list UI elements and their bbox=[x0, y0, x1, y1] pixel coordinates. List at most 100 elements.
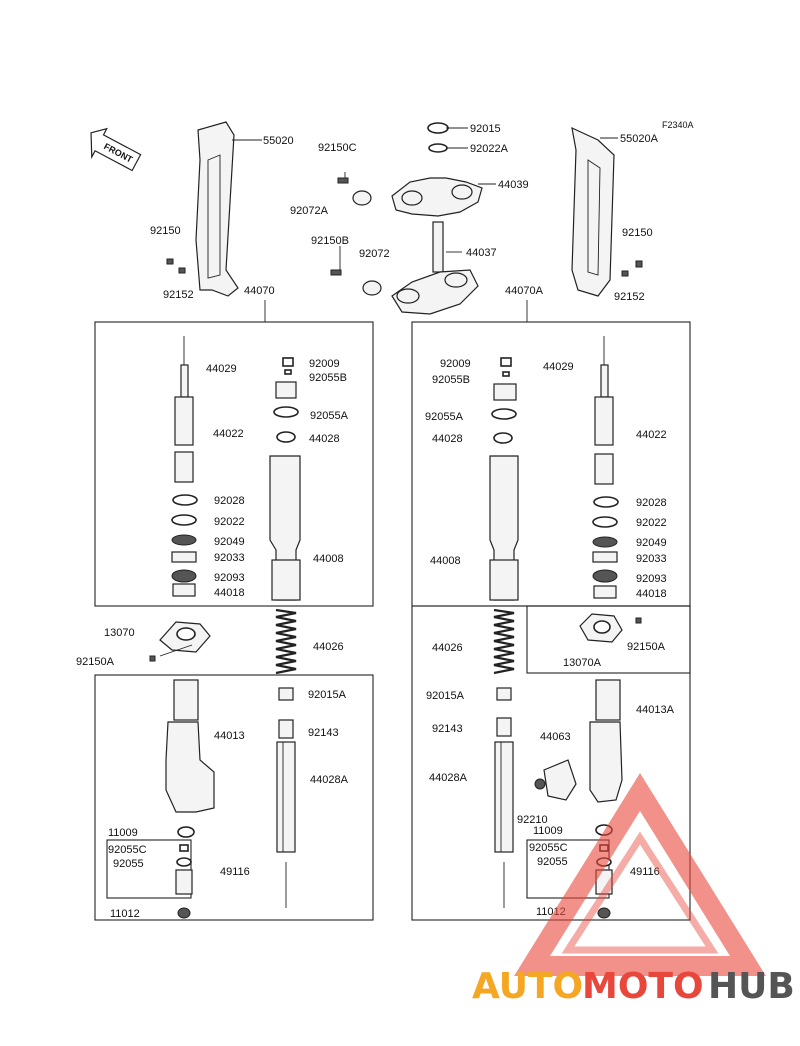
callout-92055A-left: 92055A bbox=[310, 410, 349, 422]
diagram-ref-code: F2340A bbox=[662, 120, 694, 130]
callout-55020A: 55020A bbox=[620, 133, 659, 145]
callout-92055C-left: 92055C bbox=[108, 844, 147, 856]
upper-triple-clamp bbox=[391, 122, 496, 217]
callout-44008-left: 44008 bbox=[313, 553, 344, 565]
cartridge-rod-left bbox=[171, 336, 198, 597]
fork-tube-right bbox=[489, 357, 519, 601]
callout-44013A: 44013A bbox=[636, 704, 675, 716]
callout-92072: 92072 bbox=[359, 248, 390, 260]
left-cartridge-box bbox=[106, 839, 192, 899]
callout-92028-right: 92028 bbox=[636, 497, 667, 509]
watermark-moto: MOTO bbox=[582, 966, 704, 1007]
callout-92150-right: 92150 bbox=[622, 227, 653, 239]
inner-tube-44028A-right bbox=[494, 741, 514, 908]
axle-clamp-13070A bbox=[579, 613, 642, 643]
callout-44028A-right: 44028A bbox=[429, 772, 468, 784]
right-clamp-box bbox=[526, 605, 691, 674]
callout-49116-left: 49116 bbox=[220, 866, 250, 878]
callout-92150-left: 92150 bbox=[150, 225, 181, 237]
callout-92015A-left: 92015A bbox=[308, 689, 347, 701]
callout-92072A: 92072A bbox=[290, 205, 329, 217]
callout-92093-left: 92093 bbox=[214, 572, 245, 584]
callout-11012-left: 11012 bbox=[110, 908, 140, 920]
collar-92015A-right bbox=[496, 687, 512, 701]
washer-92152-right bbox=[621, 270, 629, 277]
callout-44070: 44070 bbox=[244, 285, 275, 297]
bolt-92150-left bbox=[166, 258, 174, 265]
watermark-hub: HUB bbox=[708, 966, 795, 1007]
callout-labels: 55020 92150C 92015 92022A 44039 55020A 9… bbox=[76, 123, 675, 920]
steering-stem-lower-clamp bbox=[391, 221, 479, 315]
callout-92210: 92210 bbox=[517, 814, 548, 826]
callout-44029-right: 44029 bbox=[543, 361, 574, 373]
callout-92049-right: 92049 bbox=[636, 537, 667, 549]
callout-44013: 44013 bbox=[214, 730, 245, 742]
callout-92033-left: 92033 bbox=[214, 552, 245, 564]
callout-55020: 55020 bbox=[263, 135, 294, 147]
callout-44018-left: 44018 bbox=[214, 587, 245, 599]
callout-92022-left: 92022 bbox=[214, 516, 245, 528]
bolt-92150-right bbox=[635, 260, 643, 268]
bracket-44063 bbox=[534, 759, 577, 801]
callout-92150A-right: 92150A bbox=[627, 641, 666, 653]
clamp-92072A bbox=[337, 172, 372, 206]
callout-92055B-right: 92055B bbox=[432, 374, 470, 386]
outer-tube-44013 bbox=[165, 679, 215, 838]
callout-44026-right: 44026 bbox=[432, 642, 463, 654]
callout-92152-right: 92152 bbox=[614, 291, 645, 303]
callout-92093-right: 92093 bbox=[636, 573, 667, 585]
collar-92015A-left bbox=[278, 687, 294, 701]
base-valve-49116-left bbox=[175, 844, 193, 919]
callout-11009-left: 11009 bbox=[108, 827, 138, 839]
callout-11009-right: 11009 bbox=[533, 825, 563, 837]
spacer-92143-left bbox=[278, 719, 294, 739]
fork-guard-left bbox=[195, 121, 262, 297]
callout-92009-left: 92009 bbox=[309, 358, 340, 370]
washer-92152-left bbox=[178, 267, 186, 274]
clamp-92072 bbox=[330, 246, 382, 296]
front-arrow-icon: FRONT bbox=[90, 127, 142, 172]
callout-44018-right: 44018 bbox=[636, 588, 667, 600]
callout-92150A-left: 92150A bbox=[76, 656, 115, 668]
callout-92055-left: 92055 bbox=[113, 858, 144, 870]
callout-92055-right: 92055 bbox=[537, 856, 568, 868]
spring-44026-left bbox=[275, 608, 297, 675]
callout-92028-left: 92028 bbox=[214, 495, 245, 507]
watermark-logo: AUTO MOTO HUB bbox=[472, 773, 795, 1007]
callout-92143-left: 92143 bbox=[308, 727, 339, 739]
callout-44008-right: 44008 bbox=[430, 555, 461, 567]
callout-44028-left: 44028 bbox=[309, 433, 340, 445]
callout-92055C-right: 92055C bbox=[529, 842, 568, 854]
callout-44028-right: 44028 bbox=[432, 433, 463, 445]
callout-92143-right: 92143 bbox=[432, 723, 463, 735]
callout-44022-right: 44022 bbox=[636, 429, 667, 441]
fork-guard-right bbox=[571, 126, 618, 297]
callout-44037: 44037 bbox=[466, 247, 497, 259]
callout-44029-left: 44029 bbox=[206, 363, 237, 375]
callout-92033-right: 92033 bbox=[636, 553, 667, 565]
callout-92022-right: 92022 bbox=[636, 517, 667, 529]
callout-44022-left: 44022 bbox=[213, 428, 244, 440]
callout-44039: 44039 bbox=[498, 179, 529, 191]
callout-92015: 92015 bbox=[470, 123, 501, 135]
outer-tube-44013A bbox=[589, 679, 623, 836]
callout-92009-right: 92009 bbox=[440, 358, 471, 370]
left-fork-upper-box bbox=[94, 321, 374, 607]
callout-92055A-right: 92055A bbox=[425, 411, 464, 423]
callout-92015A-right: 92015A bbox=[426, 690, 465, 702]
spring-44026-right bbox=[493, 608, 515, 675]
callout-92152-left: 92152 bbox=[163, 289, 194, 301]
cartridge-rod-right bbox=[592, 336, 619, 599]
callout-44070A: 44070A bbox=[505, 285, 544, 297]
left-fork-lower-box bbox=[94, 674, 374, 921]
callout-49116-right: 49116 bbox=[630, 866, 660, 878]
callout-13070: 13070 bbox=[104, 627, 135, 639]
axle-clamp-13070 bbox=[149, 621, 211, 662]
callout-92049-left: 92049 bbox=[214, 536, 245, 548]
callout-92055B-left: 92055B bbox=[309, 372, 347, 384]
callout-44063: 44063 bbox=[540, 731, 571, 743]
spacer-92143-right bbox=[496, 717, 512, 737]
fork-tube-left bbox=[269, 357, 301, 601]
callout-92022A: 92022A bbox=[470, 143, 509, 155]
